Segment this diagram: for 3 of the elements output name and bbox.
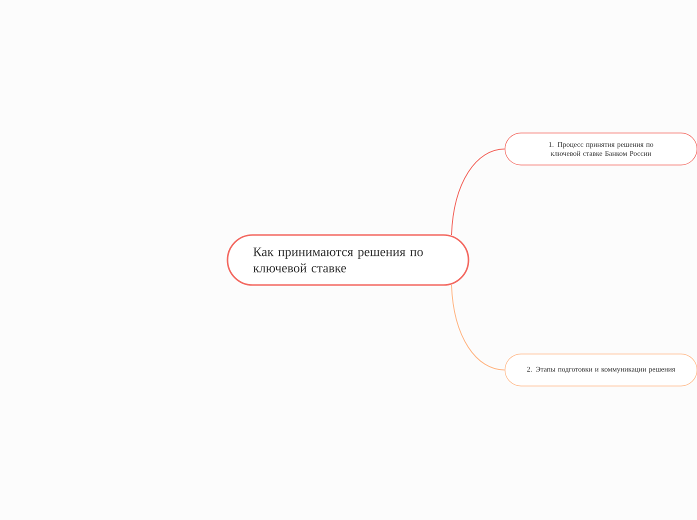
connector-curve <box>451 284 506 370</box>
topic-box: Как принимаются решения по ключевой ставке <box>226 234 470 286</box>
connector-curve <box>451 148 506 236</box>
